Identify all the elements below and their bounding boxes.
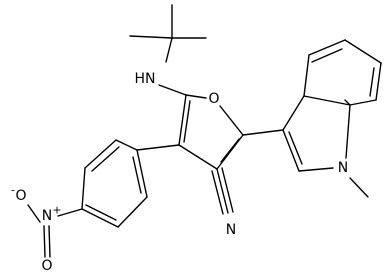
bond	[216, 134, 244, 170]
bond	[43, 225, 46, 258]
bond	[311, 48, 343, 63]
bond	[129, 35, 173, 39]
amine-label: HN	[135, 71, 156, 87]
nitrile-group	[211, 167, 234, 215]
bond	[84, 139, 117, 169]
nitro-nitrogen-label: N	[42, 208, 52, 224]
furan-oxygen-label: O	[208, 91, 219, 107]
bond	[242, 129, 284, 136]
bond	[344, 39, 382, 64]
bond	[27, 204, 41, 223]
bond	[349, 99, 377, 106]
bond	[216, 168, 229, 214]
bond	[369, 67, 375, 97]
bond	[81, 208, 119, 228]
nitrophenyl-ring	[81, 139, 180, 228]
bond	[136, 149, 148, 198]
bond	[183, 100, 191, 143]
bond	[81, 167, 86, 210]
bond	[185, 94, 207, 99]
bond	[48, 225, 51, 258]
bond	[298, 167, 334, 172]
bond	[344, 99, 351, 106]
indole-pyrrole-ring	[242, 95, 351, 172]
bond	[308, 39, 346, 56]
bond	[85, 204, 117, 221]
bond	[117, 196, 148, 228]
bond	[288, 131, 303, 165]
bond	[132, 156, 142, 194]
indole-nitrogen-label: N	[338, 160, 348, 176]
bond	[136, 144, 180, 151]
bond	[57, 208, 83, 217]
nitro-group	[27, 204, 83, 258]
bond	[375, 62, 382, 101]
bond	[221, 167, 234, 213]
bond	[219, 105, 244, 136]
indole-benzo-ring	[303, 39, 382, 106]
bond	[115, 139, 138, 151]
nitro-oxygen-charge: -	[11, 184, 15, 197]
furan-ring	[178, 94, 244, 170]
nitro-oxygen-top-label: O	[15, 188, 26, 204]
bond	[282, 129, 300, 172]
bond	[158, 84, 187, 96]
bond	[165, 37, 173, 63]
nitro-nitrogen-charge: +	[52, 204, 61, 217]
bond	[303, 54, 310, 97]
tert-butyl-group	[129, 4, 207, 63]
bond	[349, 177, 369, 198]
bond	[282, 95, 305, 131]
bond	[303, 95, 351, 106]
bond	[178, 144, 218, 170]
bond	[220, 138, 240, 163]
nitrile-nitrogen-label: N	[226, 222, 236, 238]
bond	[91, 146, 120, 172]
bond	[345, 104, 351, 159]
nitro-oxygen-bottom-label: O	[41, 258, 52, 274]
bond	[211, 170, 224, 215]
bond	[178, 94, 187, 146]
